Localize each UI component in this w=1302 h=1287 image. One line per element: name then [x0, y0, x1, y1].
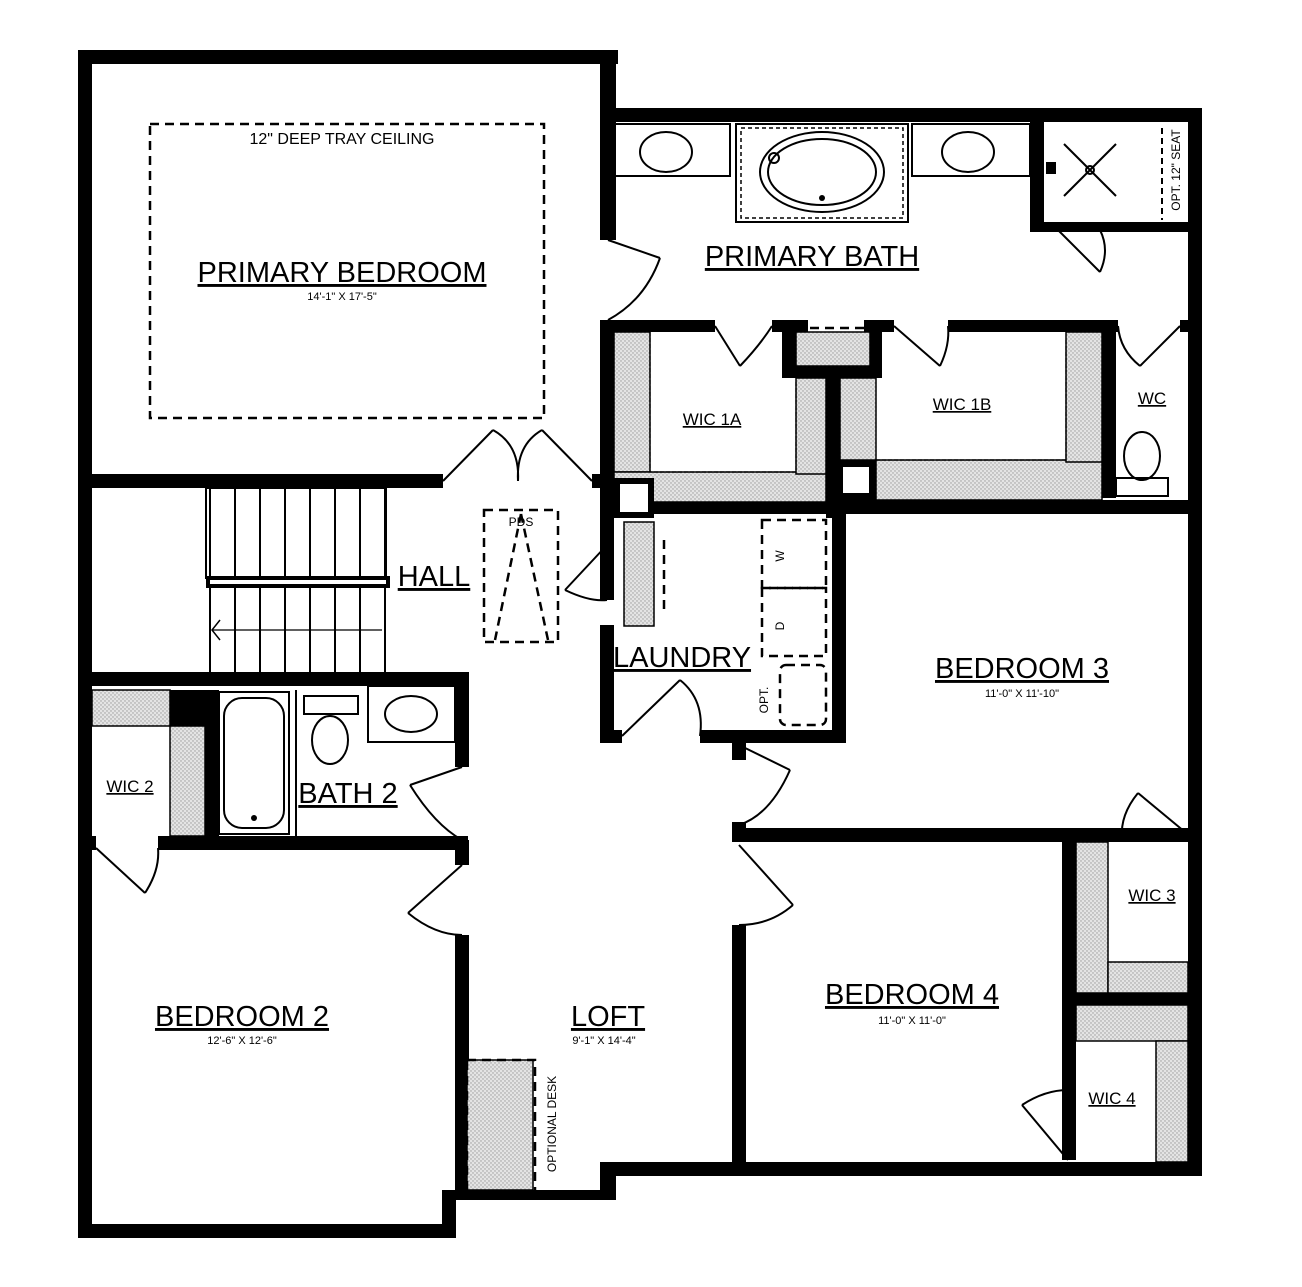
- window-marks: [466, 111, 910, 1195]
- opt-seat-label: OPT. 12" SEAT: [1169, 129, 1183, 211]
- staircase: [205, 487, 390, 672]
- opt-sink-label: OPT.: [757, 687, 771, 714]
- fixtures: [181, 118, 1190, 836]
- optional-desk-label: OPTIONAL DESK: [545, 1076, 559, 1172]
- primary-bedroom-label: PRIMARY BEDROOM: [198, 257, 487, 289]
- dryer-label: D: [773, 621, 787, 630]
- bedroom-2-label: BEDROOM 2: [155, 1001, 329, 1033]
- hall-label: HALL: [398, 561, 471, 593]
- bedroom-3-label: BEDROOM 3: [935, 653, 1109, 685]
- laundry-label: LAUNDRY: [613, 642, 751, 674]
- optional-desk-outline: [465, 1058, 537, 1194]
- bedroom-4-dims: 11'-0" X 11'-0": [878, 1015, 946, 1027]
- dashed-outlines: [148, 122, 1163, 1194]
- sink-left: [639, 131, 693, 173]
- bedroom-2-dims: 12'-6" X 12'-6": [207, 1035, 277, 1047]
- door-swings: [95, 229, 1186, 1161]
- primary-bath-label: PRIMARY BATH: [705, 241, 919, 273]
- loft-label: LOFT: [571, 1001, 645, 1033]
- washer-label: W: [773, 550, 787, 562]
- wic-1b-label: WIC 1B: [933, 395, 992, 414]
- sink-right: [941, 131, 995, 173]
- wc-label: WC: [1138, 389, 1166, 408]
- dryer-outline: [760, 586, 828, 658]
- bath-2-label: BATH 2: [298, 778, 397, 810]
- pds-label: PDS: [509, 515, 534, 529]
- labels: 12" DEEP TRAY CEILING PRIMARY BEDROOM 14…: [106, 129, 1183, 1172]
- tray-ceiling-note: 12" DEEP TRAY CEILING: [249, 131, 434, 148]
- closet-shelves: [91, 331, 1189, 1191]
- opt-sink-outline: [778, 663, 828, 727]
- tray-ceiling-outline: [148, 122, 546, 420]
- washer-outline: [760, 518, 828, 590]
- bedroom-4-label: BEDROOM 4: [825, 979, 999, 1011]
- interior-walls: [78, 320, 1202, 1195]
- primary-bedroom-dims: 14'-1" X 17'-5": [307, 291, 377, 303]
- wic-2-label: WIC 2: [106, 777, 153, 796]
- soaking-tub: [735, 123, 909, 223]
- wic-3-label: WIC 3: [1128, 886, 1175, 905]
- bedroom-3-dims: 11'-0" X 11'-10": [985, 688, 1059, 700]
- wic-1a-label: WIC 1A: [683, 410, 742, 429]
- loft-dims: 9'-1" X 14'-4": [572, 1035, 635, 1047]
- pull-down-stairs-outline: [482, 508, 560, 644]
- wic-4-label: WIC 4: [1088, 1089, 1135, 1108]
